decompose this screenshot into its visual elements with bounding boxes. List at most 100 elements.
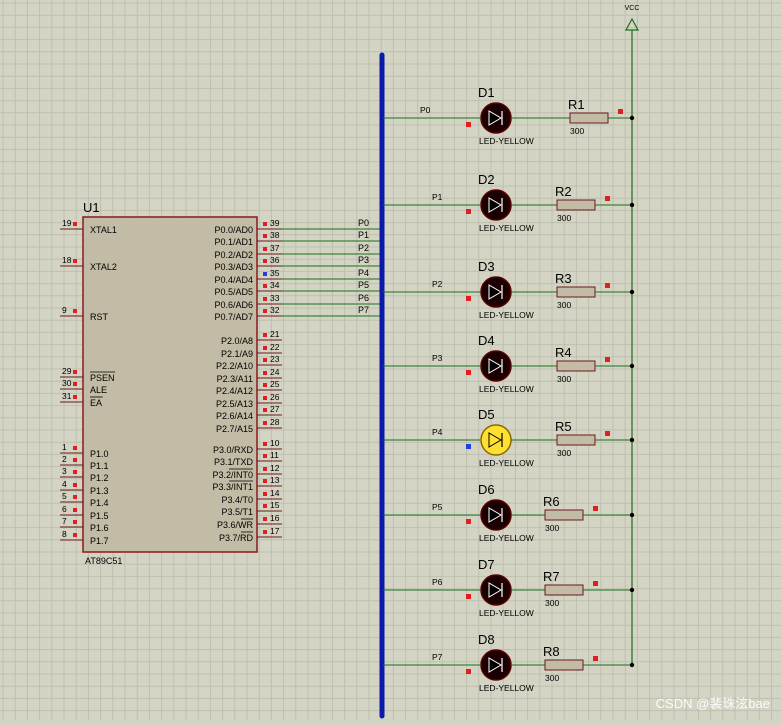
resistor-value-label: 300 [557,213,571,223]
net-label: P4 [358,268,369,278]
pin-number: 35 [270,268,280,278]
resistor-ref-label: R2 [555,184,572,199]
resistor-body[interactable] [569,112,609,124]
resistor-ref-label: R3 [555,271,572,286]
chip-u1[interactable]: U1AT89C5119XTAL118XTAL29RST29PSEN30ALE31… [60,200,381,566]
chip-left-pin-2[interactable]: 2P1.1 [60,454,109,471]
pin-name: P0.2/AD2 [214,250,253,260]
led-body[interactable] [480,424,512,456]
chip-left-pin-1[interactable]: 1P1.0 [60,442,109,459]
pin-marker [263,442,267,446]
chip-left-pin-3[interactable]: 3P1.2 [60,466,109,483]
pin-name: P2.1/A9 [221,349,253,359]
pin-name: XTAL1 [90,225,117,235]
vcc-arrow [624,17,640,31]
pin-number: 1 [62,442,67,452]
resistor-body[interactable] [556,434,596,446]
pin-number: 4 [62,479,67,489]
chip-left-pin-7[interactable]: 7P1.6 [60,516,109,533]
resistor-body[interactable] [556,199,596,211]
resistor-pin-marker [605,283,610,288]
chip-left-pin-6[interactable]: 6P1.5 [60,504,109,521]
resistor-r2[interactable]: R2 300 [555,184,635,223]
chip-left-pin-5[interactable]: 5P1.4 [60,491,109,508]
led-pin-marker [466,594,471,599]
chip-body[interactable] [82,216,258,553]
net-label: P1 [358,230,369,240]
resistor-body[interactable] [544,509,584,521]
led-ref-label: D8 [478,632,495,647]
junction-dot [629,512,635,518]
pin-marker [263,222,267,226]
pin-name: XTAL2 [90,262,117,272]
led-symbol [488,432,502,448]
pin-name: P0.0/AD0 [214,225,253,235]
pin-name: PSEN [90,373,115,383]
vcc-terminal[interactable]: VCC [625,5,640,665]
led-net-label: P1 [432,192,443,202]
vcc-label: VCC [625,5,640,12]
resistor-body[interactable] [556,286,596,298]
resistor-pin-marker [605,196,610,201]
resistor-body[interactable] [544,584,584,596]
pin-number: 13 [270,475,280,485]
resistor-body[interactable] [544,659,584,671]
chip-left-pin-8[interactable]: 8P1.7 [60,529,109,546]
pin-marker [73,382,77,386]
pin-name: P0.5/AD5 [214,287,253,297]
pin-number: 31 [62,391,72,401]
chip-left-pin-4[interactable]: 4P1.3 [60,479,109,496]
pin-number: 37 [270,243,280,253]
resistor-ref-label: R6 [543,494,560,509]
pin-number: 30 [62,378,72,388]
resistor-body[interactable] [556,360,596,372]
